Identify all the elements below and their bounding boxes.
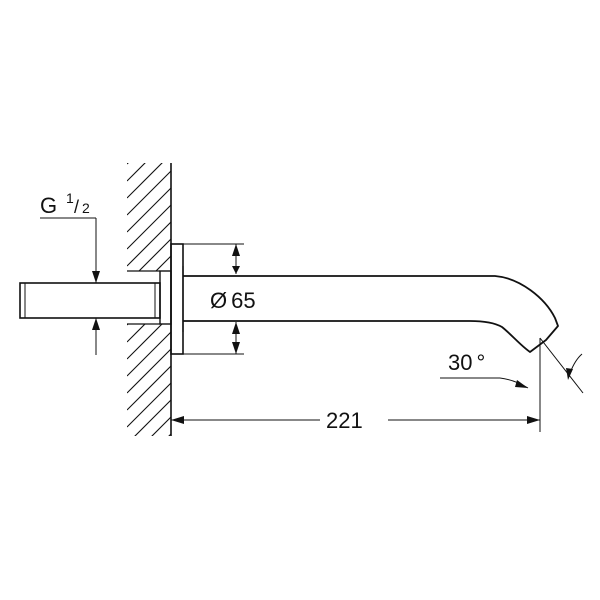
projection-dimension: 221 bbox=[171, 338, 541, 433]
hatch-line bbox=[127, 221, 171, 267]
wall-hatching-upper bbox=[127, 103, 171, 368]
hatch-line bbox=[151, 416, 171, 436]
angle-label: 30° bbox=[448, 350, 485, 375]
rosette bbox=[170, 243, 184, 355]
angle-dimension: 30° bbox=[440, 337, 584, 394]
hatch-line bbox=[127, 324, 171, 368]
hatch-line bbox=[127, 485, 171, 529]
thread-label-numerator: 1 bbox=[66, 190, 74, 206]
hatch-line bbox=[155, 255, 171, 271]
thread-dimension: G 1 / 2 bbox=[40, 190, 100, 355]
hatch-line bbox=[127, 290, 171, 334]
hatch-line bbox=[127, 163, 146, 182]
hatch-line bbox=[127, 365, 171, 411]
hatch-line bbox=[127, 163, 129, 165]
wall-hatching-lower bbox=[127, 324, 171, 529]
hatch-line bbox=[127, 331, 171, 377]
hatch-line bbox=[127, 324, 146, 343]
hatch-line bbox=[127, 324, 163, 360]
hatch-line bbox=[138, 238, 171, 271]
hatch-line bbox=[127, 163, 163, 199]
hatch-line bbox=[127, 348, 171, 394]
connection-pipe bbox=[19, 270, 172, 325]
hatch-line bbox=[127, 451, 171, 495]
hatch-line bbox=[127, 273, 171, 317]
thread-label-denominator: 2 bbox=[82, 200, 90, 216]
hatch-line bbox=[127, 204, 171, 250]
hatch-line bbox=[134, 399, 171, 436]
hatch-line bbox=[127, 103, 171, 147]
spout-outline bbox=[183, 275, 559, 353]
thread-label-slash: / bbox=[74, 197, 79, 217]
wall bbox=[127, 103, 172, 529]
thread-label-letter: G bbox=[40, 193, 57, 218]
hatch-line bbox=[127, 187, 171, 233]
hatch-line bbox=[127, 307, 171, 351]
projection-label: 221 bbox=[326, 408, 363, 433]
hatch-line bbox=[127, 468, 171, 512]
hatch-line bbox=[127, 170, 171, 216]
hatch-line bbox=[127, 382, 171, 428]
hatch-line bbox=[168, 433, 171, 436]
